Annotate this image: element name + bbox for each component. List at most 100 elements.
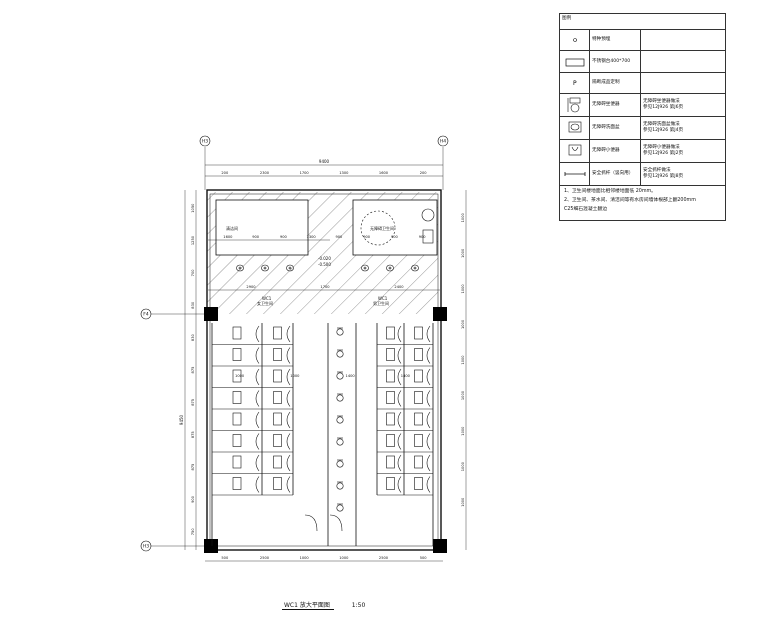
grab-bar-icon bbox=[560, 163, 590, 185]
toilet-fixture bbox=[414, 348, 423, 361]
stall-door-swing bbox=[426, 325, 431, 343]
toilet-fixture bbox=[273, 434, 282, 447]
basin-fixture bbox=[236, 264, 244, 272]
stall-door-swing bbox=[397, 325, 402, 343]
toilet-stall bbox=[212, 411, 262, 431]
room-label-women-line1: WC1 bbox=[262, 296, 272, 301]
legend-item-spec: 无障碍小便器做法参见12J926 第J2页 bbox=[641, 140, 725, 162]
toilet-fixture bbox=[414, 369, 423, 383]
toilet-fixture bbox=[232, 348, 242, 361]
toilet-fixture bbox=[414, 391, 423, 404]
dim-value: 1000 bbox=[461, 461, 465, 471]
dim-value: 1000 bbox=[290, 374, 300, 378]
toilet-fixture bbox=[414, 434, 423, 447]
toilet-stall bbox=[212, 368, 262, 388]
dim-value: 2500 bbox=[379, 556, 389, 560]
dim-value: 1250 bbox=[191, 235, 195, 245]
stall-door-swing bbox=[255, 411, 260, 429]
toilet-fixture bbox=[386, 477, 395, 490]
dim-top-total: 9400 bbox=[319, 159, 330, 164]
dim-value: 700 bbox=[191, 269, 195, 277]
legend-note-2: 2、卫生间、茶水间、清洁间等有水房间墙体根部上翻200mm bbox=[564, 197, 696, 203]
basin-fixture bbox=[261, 264, 269, 272]
toilet-stall bbox=[262, 325, 293, 345]
legend-row: 特种预埋 bbox=[560, 30, 725, 51]
toilet-stall bbox=[404, 347, 433, 367]
toilet-stall bbox=[377, 347, 404, 367]
legend-item-name: 无障碍坐便器 bbox=[590, 94, 641, 116]
legend-item-name: 不锈钢台400*700 bbox=[590, 51, 641, 72]
legend-spec-line: 参见12J926 第J2页 bbox=[643, 151, 684, 156]
basin-drain bbox=[413, 266, 417, 270]
toilet-stall bbox=[262, 454, 293, 474]
dim-value: 500 bbox=[221, 556, 229, 560]
legend-row: 无障碍洗面盆无障碍洗面盆做法参见12J926 第J4页 bbox=[560, 117, 725, 140]
toilet-fixture bbox=[273, 369, 282, 383]
toilet-fixture bbox=[273, 412, 282, 426]
toilet-stall bbox=[404, 454, 433, 474]
legend-notes: 1、卫生间楼地面比相邻楼地面低 20mm。 2、卫生间、茶水间、清洁间等有水房间… bbox=[560, 186, 725, 220]
dim-value: 1000 bbox=[461, 355, 465, 365]
basin-fixture bbox=[361, 264, 369, 272]
legend-row: 安全抓杆（竖向用）安全抓杆做法参见12J926 第J8页 bbox=[560, 163, 725, 186]
legend-spec-line: 参见12J926 第J6页 bbox=[643, 105, 684, 110]
dim-value: 1000 bbox=[461, 284, 465, 294]
urinal-fixture bbox=[336, 372, 344, 380]
legend-row: 不锈钢台400*700 bbox=[560, 51, 725, 73]
legend-row: P 隔断成品定制 bbox=[560, 73, 725, 94]
legend-spec-line: 无障碍洗面盆做法 bbox=[643, 122, 680, 128]
legend-item-name: 无障碍洗面盆 bbox=[590, 117, 641, 139]
toilet-stall bbox=[262, 368, 293, 388]
dim-value: 1000 bbox=[461, 497, 465, 507]
legend-item-name: 隔断成品定制 bbox=[590, 73, 641, 93]
legend-note-1: 1、卫生间楼地面比相邻楼地面低 20mm。 bbox=[564, 189, 656, 194]
dimension-text: 9400 9450 bbox=[179, 159, 330, 425]
stall-door-swing bbox=[426, 476, 431, 493]
stall-door-swing bbox=[255, 390, 260, 407]
plan-title: WC1 放大平面图 1:50 bbox=[284, 600, 385, 609]
urinal-fixture bbox=[336, 328, 344, 336]
stall-door-swing bbox=[426, 347, 431, 364]
urinal-fixture bbox=[336, 350, 344, 358]
legend-item-spec: 安全抓杆做法参见12J926 第J8页 bbox=[641, 163, 725, 185]
basin-fixture bbox=[386, 264, 394, 272]
toilet-stall bbox=[377, 325, 404, 345]
dim-value: 1000 bbox=[339, 556, 349, 560]
toilet-fixture bbox=[273, 477, 282, 490]
wash-basins bbox=[236, 264, 419, 272]
toilet-stall bbox=[212, 433, 262, 453]
toilet-fixture bbox=[414, 455, 423, 469]
urinals bbox=[336, 327, 344, 512]
legend-item-name: 特种预埋 bbox=[590, 30, 641, 50]
dim-value: 2400 bbox=[394, 285, 404, 289]
dimension-lines bbox=[150, 147, 467, 562]
outer-walls bbox=[206, 189, 442, 551]
toilet-stall bbox=[262, 347, 293, 367]
dim-value: 900 bbox=[391, 235, 399, 239]
structural-columns bbox=[204, 307, 447, 553]
stall-door-swing bbox=[286, 325, 291, 343]
toilet-stall bbox=[377, 476, 404, 496]
p-mark-icon: P bbox=[560, 73, 590, 93]
dim-value: 1400 bbox=[401, 374, 411, 378]
stall-door-swing bbox=[397, 390, 402, 407]
toilet-stalls bbox=[212, 325, 433, 496]
plan-title-text: WC1 放大平面图 bbox=[284, 602, 330, 609]
room-label-men-line1: WC1 bbox=[378, 296, 388, 301]
dim-value: 1700 bbox=[300, 171, 310, 175]
circle-dot-icon bbox=[560, 30, 590, 50]
legend-spec-line: 参见12J926 第J8页 bbox=[643, 174, 684, 179]
toilet-stall bbox=[404, 433, 433, 453]
toilet-stall bbox=[404, 390, 433, 410]
stall-door-swing bbox=[397, 476, 402, 493]
stall-door-swing bbox=[255, 325, 260, 343]
toilet-fixture bbox=[414, 326, 423, 340]
axis-label-left-bottom: H3 bbox=[143, 544, 149, 550]
svg-text:P: P bbox=[573, 80, 577, 87]
legend-item-spec bbox=[641, 73, 725, 93]
toilet-stall bbox=[212, 454, 262, 474]
